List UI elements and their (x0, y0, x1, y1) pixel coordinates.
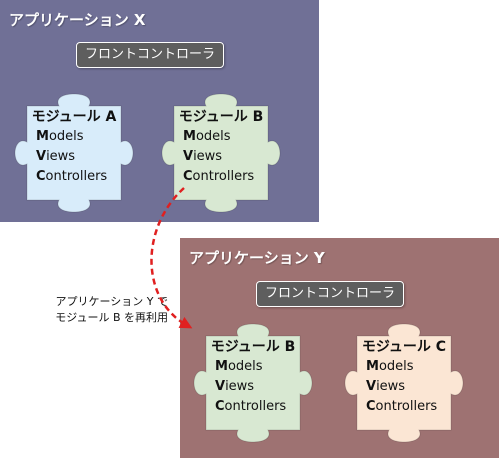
callout-line-1: アプリケーション Y で (55, 295, 169, 308)
callout-line-2: モジュール B を再利用 (55, 311, 168, 324)
module-b-title: モジュール B (178, 109, 264, 125)
module-b-components: Models Views Controllers (183, 127, 254, 187)
application-y-panel: アプリケーション Y フロントコントローラ モジュール B Models Vie… (180, 238, 499, 458)
application-y-title: アプリケーション Y (189, 249, 325, 267)
application-x-title: アプリケーション X (9, 11, 146, 29)
module-a-controllers: Controllers (36, 169, 108, 184)
module-b-models: Models (215, 359, 263, 374)
module-a-models: Models (36, 129, 84, 144)
puzzle-piece-icon (161, 93, 281, 213)
module-c-title: モジュール C (361, 339, 447, 355)
module-c-models: Models (366, 359, 414, 374)
module-b-views: Views (215, 379, 255, 394)
module-a-title: モジュール A (31, 109, 117, 125)
module-b-controllers: Controllers (215, 399, 287, 414)
module-b-piece-app-y: モジュール B Models Views Controllers (193, 323, 313, 443)
module-b-controllers: Controllers (183, 169, 255, 184)
module-c-piece: モジュール C Models Views Controllers (344, 323, 464, 443)
puzzle-piece-icon (193, 323, 313, 443)
module-a-views: Views (36, 149, 76, 164)
puzzle-piece-icon (14, 93, 134, 213)
module-c-controllers: Controllers (366, 399, 438, 414)
application-y-front-controller: フロントコントローラ (256, 281, 405, 307)
module-b-components: Models Views Controllers (215, 357, 286, 417)
puzzle-piece-icon (344, 323, 464, 443)
reuse-callout: アプリケーション Y で モジュール B を再利用 (22, 294, 168, 326)
module-b-views: Views (183, 149, 223, 164)
module-b-models: Models (183, 129, 231, 144)
module-c-views: Views (366, 379, 406, 394)
application-x-front-controller: フロントコントローラ (76, 42, 225, 68)
module-b-piece-app-x: モジュール B Models Views Controllers (161, 93, 281, 213)
application-x-panel: アプリケーション X フロントコントローラ モジュール A Models Vie… (0, 0, 319, 222)
module-a-piece: モジュール A Models Views Controllers (14, 93, 134, 213)
module-c-components: Models Views Controllers (366, 357, 437, 417)
module-b-title: モジュール B (210, 339, 296, 355)
module-a-components: Models Views Controllers (36, 127, 107, 187)
